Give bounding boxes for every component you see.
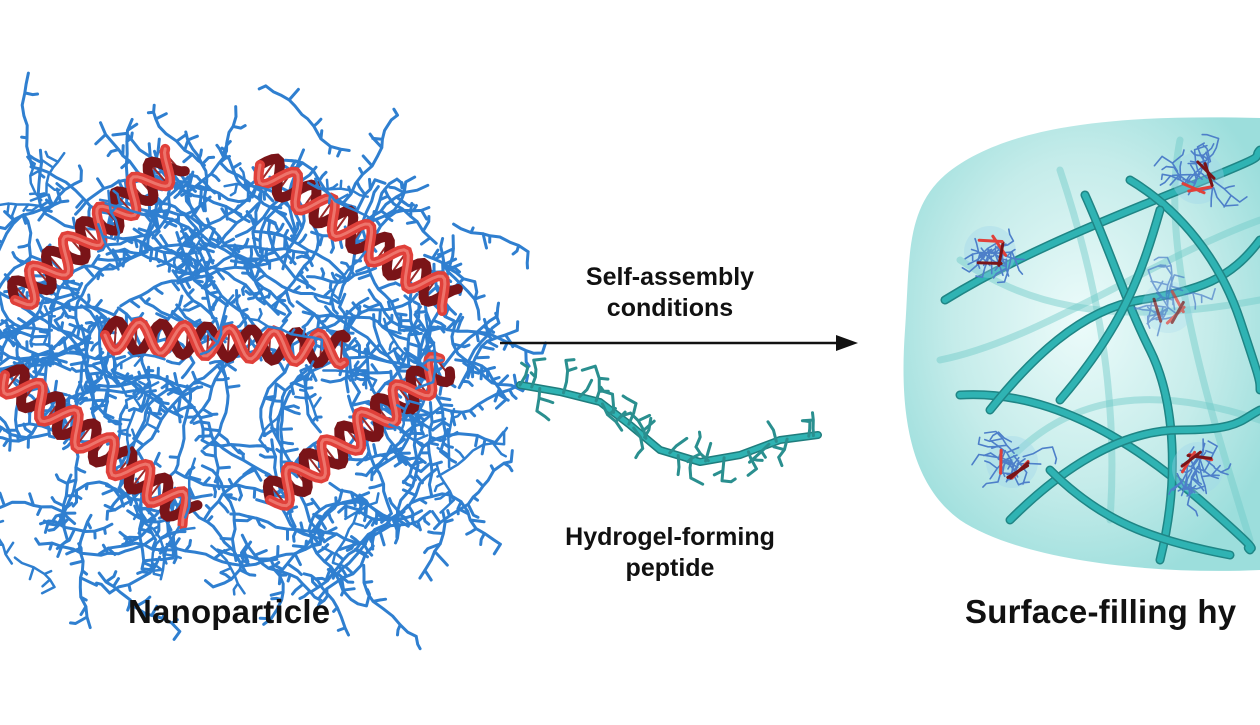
peptide-side-chain [564,360,577,393]
coating-peptide-chain [36,538,153,556]
hydrogel-peptide-illustration [520,359,818,484]
coating-peptide-chain [364,565,420,648]
arrow-head [836,335,858,351]
coating-peptide-chain [166,387,202,480]
peptide-side-chain [678,456,679,475]
coating-peptide-chain [15,558,55,594]
coating-peptide-chain [259,86,349,156]
arrow-label-line1: Self-assembly [520,262,820,293]
coating-peptide-chain [454,224,528,268]
nanoparticle-dna [978,263,1001,264]
peptide-side-chain [768,422,776,442]
coating-peptide-chain [22,73,38,168]
peptide-side-chain [531,359,545,387]
nanoparticle-illustration [0,73,546,649]
nanoparticle-dna [979,240,1002,241]
coating-peptide-chain [211,227,291,321]
peptide-label-line2: peptide [520,553,820,584]
peptide-label-line1: Hydrogel-forming [520,522,820,553]
hydrogel-label: Surface-filling hy [965,593,1236,631]
coating-peptide-chain [411,494,500,554]
nanoparticle-label: Nanoparticle [128,593,330,631]
arrow-label: Self-assembly conditions [520,262,820,324]
arrow-label-line2: conditions [520,293,820,324]
reaction-arrow [500,335,858,351]
peptide-label: Hydrogel-forming peptide [520,522,820,584]
coating-peptide-chain [403,429,503,482]
hydrogel-illustration [904,117,1260,571]
coating-peptide-chain [97,557,160,593]
peptide-side-chain [670,438,687,453]
coating-peptide-chain [0,521,13,564]
